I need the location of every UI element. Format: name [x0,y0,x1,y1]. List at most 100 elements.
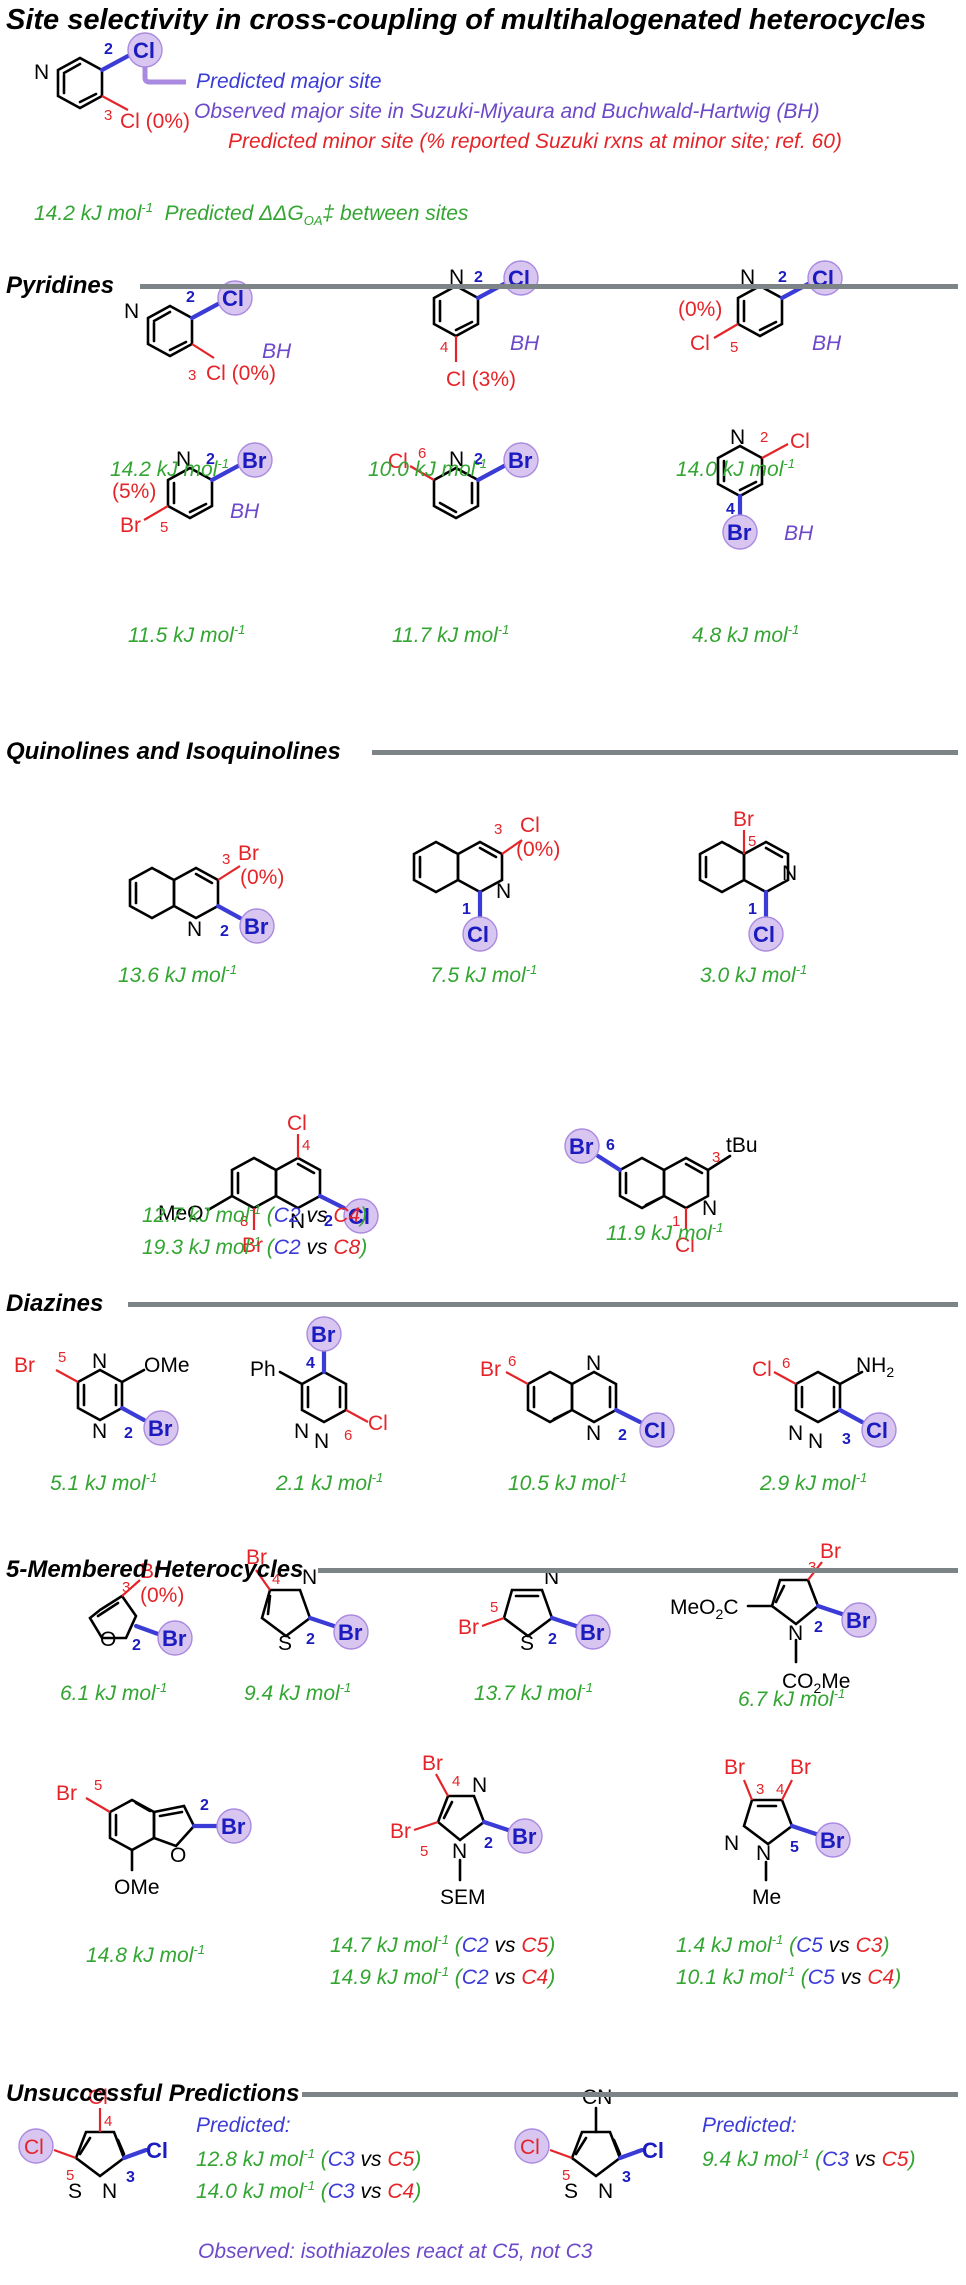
svg-text:Br: Br [580,1620,605,1645]
svg-text:CN: CN [582,2086,612,2109]
five-6-energy-1: 14.7 kJ mol-1 (C2 vs C5) [330,1932,556,1957]
figure-title: Site selectivity in cross-coupling of mu… [6,4,927,36]
section-five: 5-Membered Heterocycles [6,1556,304,1583]
pyr-6-energy: 4.8 kJ mol-1 [692,622,800,647]
svg-text:5: 5 [748,833,756,850]
diaz-2-structure: N N Ph Cl 6 Br 4 [250,1316,388,1453]
legend-observed-text: Observed major site in Suzuki-Miyaura an… [194,100,820,123]
quin-4-structure: N MeO Cl 4 Br 8 Cl 2 [158,1112,379,1257]
svg-text:2: 2 [132,1637,141,1654]
svg-text:N: N [452,1840,467,1863]
svg-text:5: 5 [94,1777,102,1794]
pyr-5-energy: 11.7 kJ mol-1 [392,622,510,647]
svg-text:Br: Br [733,808,754,831]
svg-text:2: 2 [778,269,787,286]
svg-text:2: 2 [474,451,483,468]
svg-text:Cl: Cl [146,2138,168,2163]
legend-energy: 14.2 kJ mol-1 Predicted ΔΔGOA‡ between s… [34,200,469,229]
svg-text:MeO2C: MeO2C [670,1596,738,1622]
svg-text:N: N [92,1420,107,1443]
svg-text:3: 3 [222,851,230,868]
section-pyridines: Pyridines [6,272,115,299]
pyr-5-structure: N Cl 6 Br 2 [388,442,539,520]
svg-text:5: 5 [490,1599,498,1616]
svg-text:Cl (3%): Cl (3%) [446,368,516,391]
unsucc-1-structure: S N Cl 4 Cl 5 Cl 3 [18,2086,168,2203]
svg-text:2: 2 [206,451,215,468]
svg-text:4: 4 [104,2113,112,2130]
legend-pyridine: N Cl 2 Cl (0%) 3 [34,32,190,133]
svg-text:N: N [724,1832,739,1855]
svg-text:NH2: NH2 [856,1354,894,1380]
svg-text:2: 2 [124,1425,133,1442]
svg-text:Br: Br [238,842,259,865]
quin-3-structure: N Br 5 Cl 1 [698,808,797,952]
pyr-2-structure: N Cl 2 Cl (3%) 4 [432,260,539,391]
quin-1-energy: 13.6 kJ mol-1 [118,962,237,987]
svg-text:tBu: tBu [726,1134,758,1157]
legend-minor-text: Predicted minor site (% reported Suzuki … [228,130,842,153]
pyr-3-bh: BH [812,332,842,355]
svg-text:Cl: Cl [287,1112,307,1135]
svg-text:N: N [782,862,797,885]
svg-text:2: 2 [200,1797,209,1814]
svg-text:Br: Br [221,1814,246,1839]
svg-text:Cl: Cl [690,332,710,355]
svg-text:CO2Me: CO2Me [782,1670,850,1696]
pyr-2-bh: BH [510,332,540,355]
svg-text:N: N [730,426,745,449]
svg-text:N: N [290,1210,305,1233]
five-5-structure: O Br 5 OMe Br 2 [56,1777,252,1899]
svg-text:Br: Br [508,448,533,473]
svg-text:N: N [598,2180,613,2203]
svg-text:N: N [449,448,464,471]
svg-text:4: 4 [440,339,448,356]
diaz-3-energy: 10.5 kJ mol-1 [508,1470,627,1495]
legend-major-text: Predicted major site [196,70,382,93]
svg-text:Ph: Ph [250,1358,276,1381]
svg-text:Br: Br [724,1756,745,1779]
svg-text:Cl: Cl [88,2086,108,2109]
svg-text:4: 4 [272,1571,280,1588]
svg-text:1: 1 [462,901,471,918]
svg-text:2: 2 [186,289,195,306]
legend-pos-3: 3 [104,107,112,124]
svg-text:6: 6 [782,1355,790,1372]
svg-text:Br: Br [727,520,752,545]
five-2-energy: 9.4 kJ mol-1 [244,1680,352,1705]
svg-text:2: 2 [306,1631,315,1648]
svg-text:Br: Br [162,1626,187,1651]
svg-text:Br: Br [120,514,141,537]
five-7-energy-2: 10.1 kJ mol-1 (C5 vs C4) [676,1964,902,1989]
svg-text:N: N [702,1197,717,1220]
rule-quinolines [372,750,958,755]
svg-text:Br: Br [242,1234,263,1257]
svg-text:3: 3 [808,1559,816,1576]
svg-text:3: 3 [126,2169,135,2186]
svg-text:1: 1 [672,1213,680,1230]
svg-text:Me: Me [752,1886,781,1909]
quin-5-energy: 11.9 kJ mol-1 [606,1220,724,1245]
pyr-4-bh: BH [230,500,260,523]
unsucc-2-pred-label: Predicted: [702,2114,797,2137]
svg-text:Br: Br [480,1358,501,1381]
pyr-4-structure: N Br 2 Br (5%) 5 [112,442,273,537]
diaz-2-energy: 2.1 kJ mol-1 [276,1470,384,1495]
svg-text:MeO: MeO [158,1202,204,1225]
pyr-4-energy: 11.5 kJ mol-1 [128,622,246,647]
pyr-1-structure: N Cl 2 Cl (0%) 3 [124,280,276,385]
svg-text:S: S [564,2180,578,2203]
svg-text:N: N [314,1430,329,1453]
svg-text:4: 4 [726,501,735,518]
pyr-3-energy: 14.0 kJ mol-1 [676,456,795,481]
svg-text:Cl: Cl [368,1412,388,1435]
svg-text:6: 6 [344,1427,352,1444]
svg-text:OMe: OMe [114,1876,160,1899]
five-6-structure: N N Br 4 Br 5 SEM Br 2 [390,1752,543,1909]
svg-text:Br: Br [246,1546,267,1569]
diaz-3-structure: N N Br 6 Cl 2 [480,1352,675,1448]
diaz-4-structure: N N Cl 6 NH2 Cl 3 [752,1354,897,1453]
svg-text:3: 3 [188,367,196,384]
